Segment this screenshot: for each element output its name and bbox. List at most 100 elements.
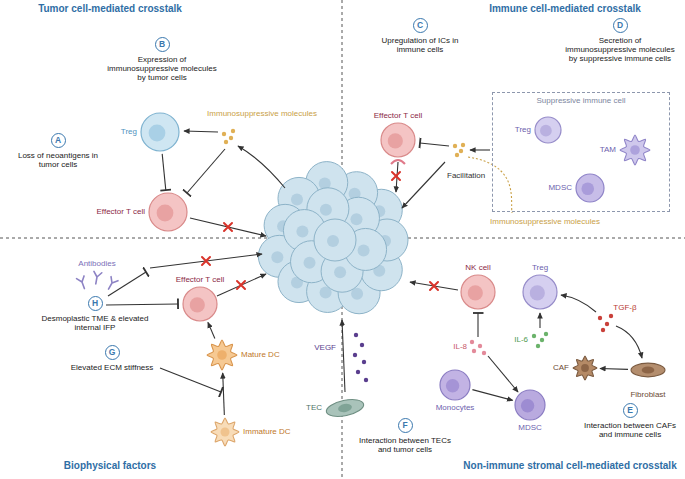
cell-body [461, 275, 495, 309]
cell-icon [210, 417, 240, 447]
cell-body [183, 287, 217, 321]
interaction-arrow [217, 274, 266, 296]
molecule-dot [362, 360, 366, 364]
molecule-dot [482, 351, 486, 355]
group-title: Suppressive immune cell [493, 96, 669, 105]
cell-label: CAF [553, 363, 569, 372]
step-description: Interaction between CAFs and immune cell… [580, 421, 680, 439]
section-title: Tumor cell-mediated crosstalk [38, 3, 182, 15]
cell-icon [460, 274, 496, 310]
annotation-label: IL-6 [514, 335, 528, 344]
tumor-nucleus [320, 204, 332, 216]
tumor-nucleus [334, 266, 346, 278]
cell-body [620, 135, 650, 165]
annotation-label: Facilitation [447, 171, 485, 180]
molecule-dot [354, 333, 358, 337]
cell-icon [325, 388, 365, 428]
molecule-dot [598, 316, 602, 320]
molecule-dot [605, 322, 609, 326]
block-cross [237, 281, 245, 289]
annotation-label: Antibodies [78, 259, 115, 268]
cell-node: Effector T cell [380, 122, 416, 158]
cell-label: TAM [600, 145, 616, 154]
cell-label: MDSC [518, 423, 542, 432]
molecule-dot [231, 129, 235, 133]
cell-icon [380, 122, 416, 158]
step-description: Loss of neoantigens in tumor cells [12, 151, 104, 169]
connector [472, 390, 512, 401]
interaction-arrow [470, 149, 490, 150]
cell-body [381, 123, 415, 157]
tumor-nucleus [304, 257, 316, 269]
step-marker: GElevated ECM stiffness [105, 345, 120, 360]
molecule-dot [478, 344, 482, 348]
molecule-dot [470, 340, 474, 344]
block-cross [430, 282, 438, 290]
cell-node: Fibroblast [630, 352, 666, 388]
step-letter-circle: G [105, 345, 120, 360]
molecule-dot [356, 370, 360, 374]
cell-label: NK cell [465, 263, 490, 272]
tumor-cell [314, 219, 356, 261]
callout-letter: B [159, 40, 165, 49]
tumor-nucleus [296, 226, 308, 238]
molecule-dot [364, 378, 368, 382]
annotation-label: IL-8 [453, 342, 467, 351]
step-letter-circle: C [413, 18, 428, 33]
step-letter-circle: A [51, 133, 66, 148]
block-cross [392, 172, 400, 180]
molecule-dot [224, 140, 228, 144]
interaction-arrow [616, 326, 642, 358]
section-title: Immune cell-mediated crosstalk [489, 3, 641, 15]
cell-icon [572, 355, 598, 381]
molecule-dot [453, 144, 457, 148]
cell-label: Fibroblast [630, 390, 665, 399]
connector [600, 368, 628, 370]
molecule-dot [461, 143, 465, 147]
step-description: Elevated ECM stiffness [62, 363, 162, 372]
interaction-arrow [187, 149, 225, 193]
tumor-nucleus [271, 251, 283, 263]
cell-node: Monocytes [439, 369, 471, 401]
interaction-arrow [106, 304, 178, 305]
cell-body [211, 418, 239, 446]
step-marker: FInteraction between TECs and tumor cell… [398, 418, 413, 433]
antibody-symbol [105, 277, 118, 291]
cell-node: TEC [325, 388, 365, 428]
cell-node: TAM [619, 134, 651, 166]
cell-node: Treg [522, 274, 558, 310]
cell-label: Treg [515, 125, 531, 134]
connector [208, 322, 215, 338]
callout-letter: G [109, 348, 116, 357]
cell-icon [619, 134, 651, 166]
step-description: Desmoplastic TME & elevated internal IFP [33, 314, 157, 332]
molecule-dot [222, 132, 226, 136]
interaction-arrow [402, 162, 445, 208]
step-marker: EInteraction between CAFs and immune cel… [623, 403, 638, 418]
cell-label: Treg [532, 263, 548, 272]
annotation-label: TGF-β [613, 303, 636, 312]
cell-icon [514, 389, 546, 421]
tumor-nucleus [358, 244, 370, 256]
step-description: Interaction between TECs and tumor cells [357, 436, 453, 454]
interaction-arrow [468, 157, 512, 213]
callout-letter: H [92, 299, 98, 308]
callout-letter: F [402, 421, 407, 430]
section-title: Biophysical factors [64, 460, 156, 472]
cell-node: CAF [572, 355, 598, 381]
cell-body [523, 275, 557, 309]
interaction-arrow [539, 313, 540, 328]
tumor-nucleus [291, 193, 303, 205]
cell-label: Effector T cell [176, 275, 224, 284]
cell-node: NK cell [460, 274, 496, 310]
step-letter-circle: F [398, 418, 413, 433]
annotation-label: Immunosuppressive molecules [490, 217, 600, 226]
cell-icon [206, 339, 238, 371]
tumor-nucleus [350, 213, 362, 225]
molecule-dot [459, 149, 463, 153]
molecule-dot [544, 332, 548, 336]
cell-body [141, 113, 179, 151]
cell-node: MDSC [575, 173, 605, 203]
cell-body [515, 390, 545, 420]
cell-icon [522, 274, 558, 310]
